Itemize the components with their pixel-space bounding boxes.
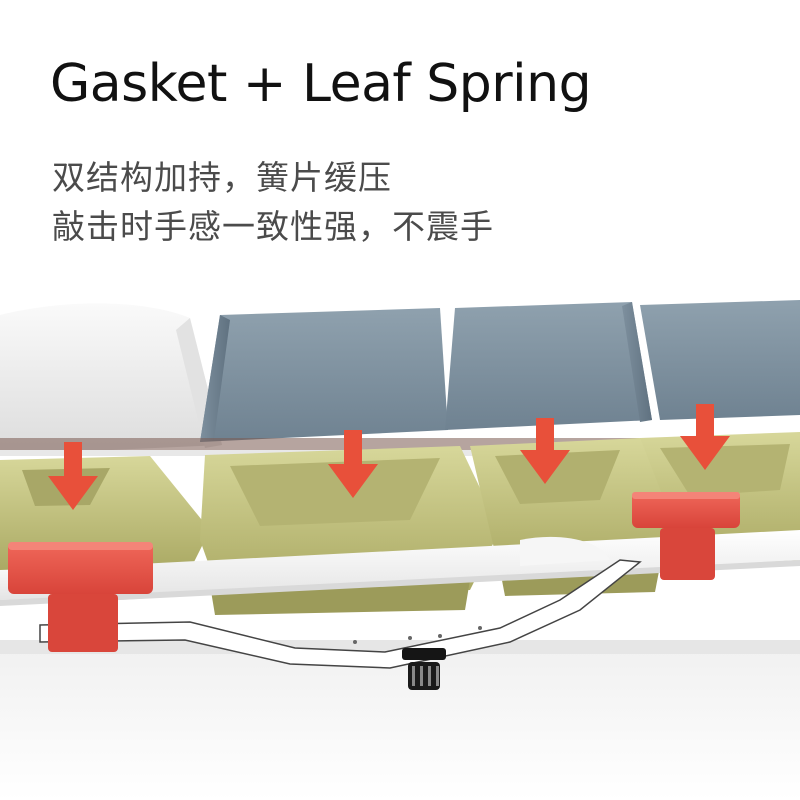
adjust-knob-icon bbox=[402, 648, 446, 690]
down-arrow-icon-4 bbox=[680, 404, 730, 470]
keycap-gray-blue-1 bbox=[200, 308, 448, 442]
keycap-white bbox=[0, 303, 222, 455]
case-bottom bbox=[0, 640, 800, 800]
keycap-gray-blue-2 bbox=[445, 302, 652, 430]
keycap-row bbox=[0, 300, 800, 456]
gasket-pad-left bbox=[8, 542, 153, 652]
down-arrow-icon-3 bbox=[520, 418, 570, 484]
down-arrow-icon-1 bbox=[48, 442, 98, 510]
leaf-spring bbox=[39, 559, 642, 669]
subtitle-line-1: 双结构加持，簧片缓压 bbox=[52, 158, 392, 197]
keycap-gray-blue-3 bbox=[640, 300, 800, 420]
gasket-pad-right bbox=[632, 492, 740, 580]
down-arrow-icon-2 bbox=[328, 430, 378, 498]
subtitle-line-2: 敲击时手感一致性强，不震手 bbox=[52, 207, 494, 246]
headline: Gasket + Leaf Spring bbox=[50, 54, 592, 114]
keyboard-cutaway-illustration bbox=[0, 270, 800, 800]
